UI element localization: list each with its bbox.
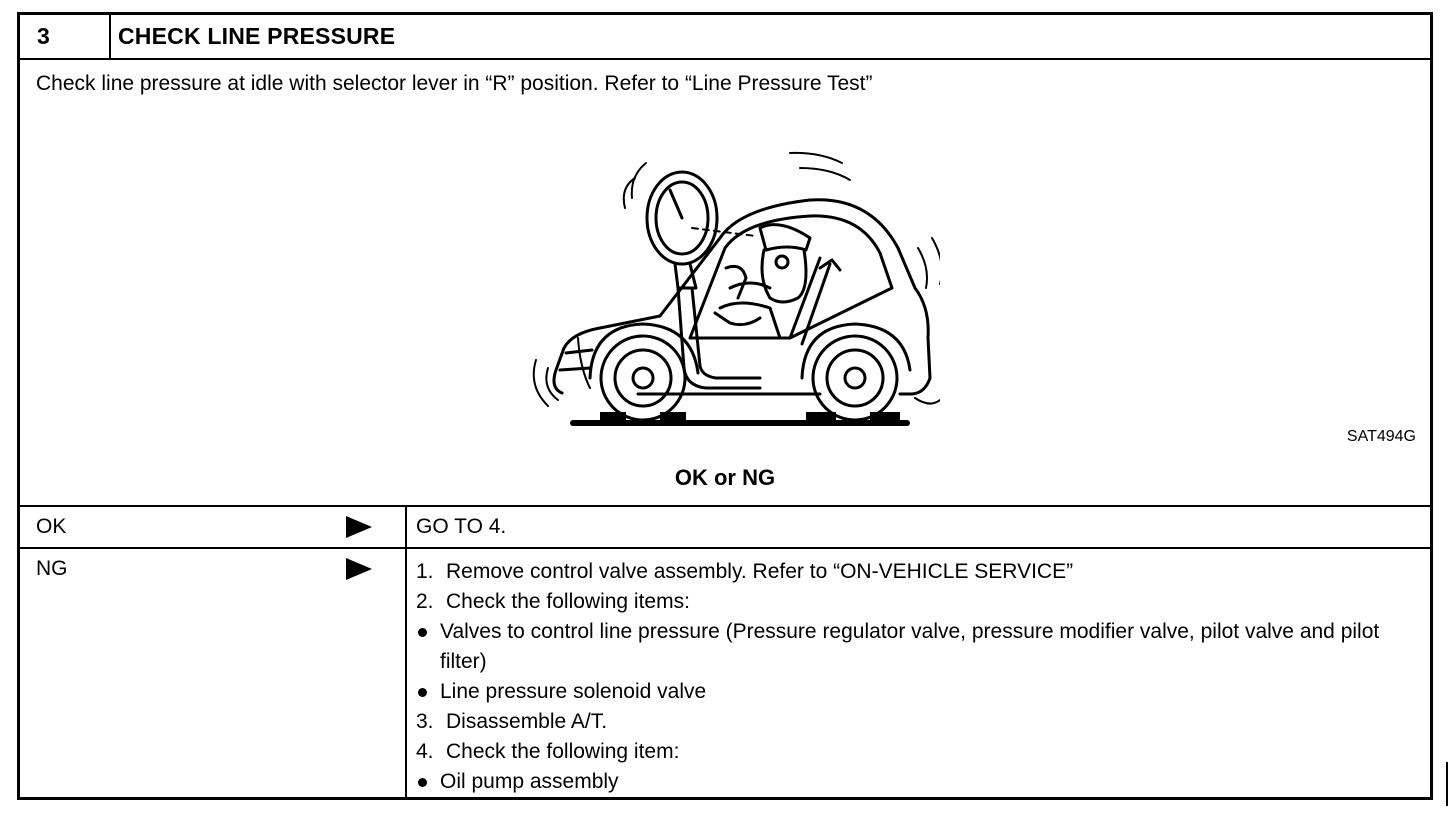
ng-action-text: Oil pump assembly	[440, 770, 619, 793]
result-label-ok: OK	[36, 515, 67, 538]
result-row-ng: NG 1. Remove control valve assembly. Refe…	[20, 549, 1430, 797]
diagnostic-step-table: 3 CHECK LINE PRESSURE Check line pressur…	[17, 12, 1433, 800]
step-marker: 3.	[416, 710, 434, 733]
result-label-ng: NG	[36, 557, 68, 580]
ng-action-item: Valves to control line pressure (Pressur…	[416, 617, 1420, 677]
ng-action-list: 1. Remove control valve assembly. Refer t…	[416, 557, 1420, 797]
step-marker: 1.	[416, 560, 434, 583]
ng-action-item: Oil pump assembly	[416, 767, 1420, 797]
column-divider	[405, 549, 407, 797]
ng-action-text: Remove control valve assembly. Refer to …	[446, 560, 1074, 583]
ng-action-item: Line pressure solenoid valve	[416, 677, 1420, 707]
decision-label: OK or NG	[674, 465, 776, 490]
ng-action-text: Line pressure solenoid valve	[440, 680, 707, 703]
result-row-ok: OK GO TO 4.	[20, 507, 1430, 549]
bullet-icon	[416, 677, 440, 707]
step-header: 3 CHECK LINE PRESSURE	[20, 15, 1430, 60]
ng-action-text: Check the following items:	[446, 590, 690, 613]
step-marker: 2.	[416, 590, 434, 613]
ng-action-text: Check the following item:	[446, 740, 680, 763]
page-edge-mark	[1446, 762, 1448, 806]
right-arrow-icon	[346, 558, 372, 580]
step-instruction: Check line pressure at idle with selecto…	[36, 72, 873, 95]
step-marker: 4.	[416, 740, 434, 763]
step-body: Check line pressure at idle with selecto…	[20, 60, 1430, 507]
bullet-icon	[416, 767, 440, 797]
figure-code: SAT494G	[1346, 428, 1416, 445]
column-divider	[405, 507, 407, 547]
bullet-icon	[416, 617, 440, 677]
ng-action-item: 2. Check the following items:	[416, 587, 1420, 617]
ng-action-text: Valves to control line pressure (Pressur…	[440, 620, 1380, 673]
ng-action-item: 1. Remove control valve assembly. Refer t…	[416, 557, 1420, 587]
step-number: 3	[20, 15, 111, 58]
line-pressure-test-illustration	[532, 151, 940, 426]
ng-action-text: Disassemble A/T.	[446, 710, 608, 733]
ng-action-item: 3. Disassemble A/T.	[416, 707, 1420, 737]
step-title: CHECK LINE PRESSURE	[118, 23, 396, 49]
result-action-ok: GO TO 4.	[416, 515, 507, 538]
right-arrow-icon	[346, 516, 372, 538]
ng-action-item: 4. Check the following item:	[416, 737, 1420, 767]
